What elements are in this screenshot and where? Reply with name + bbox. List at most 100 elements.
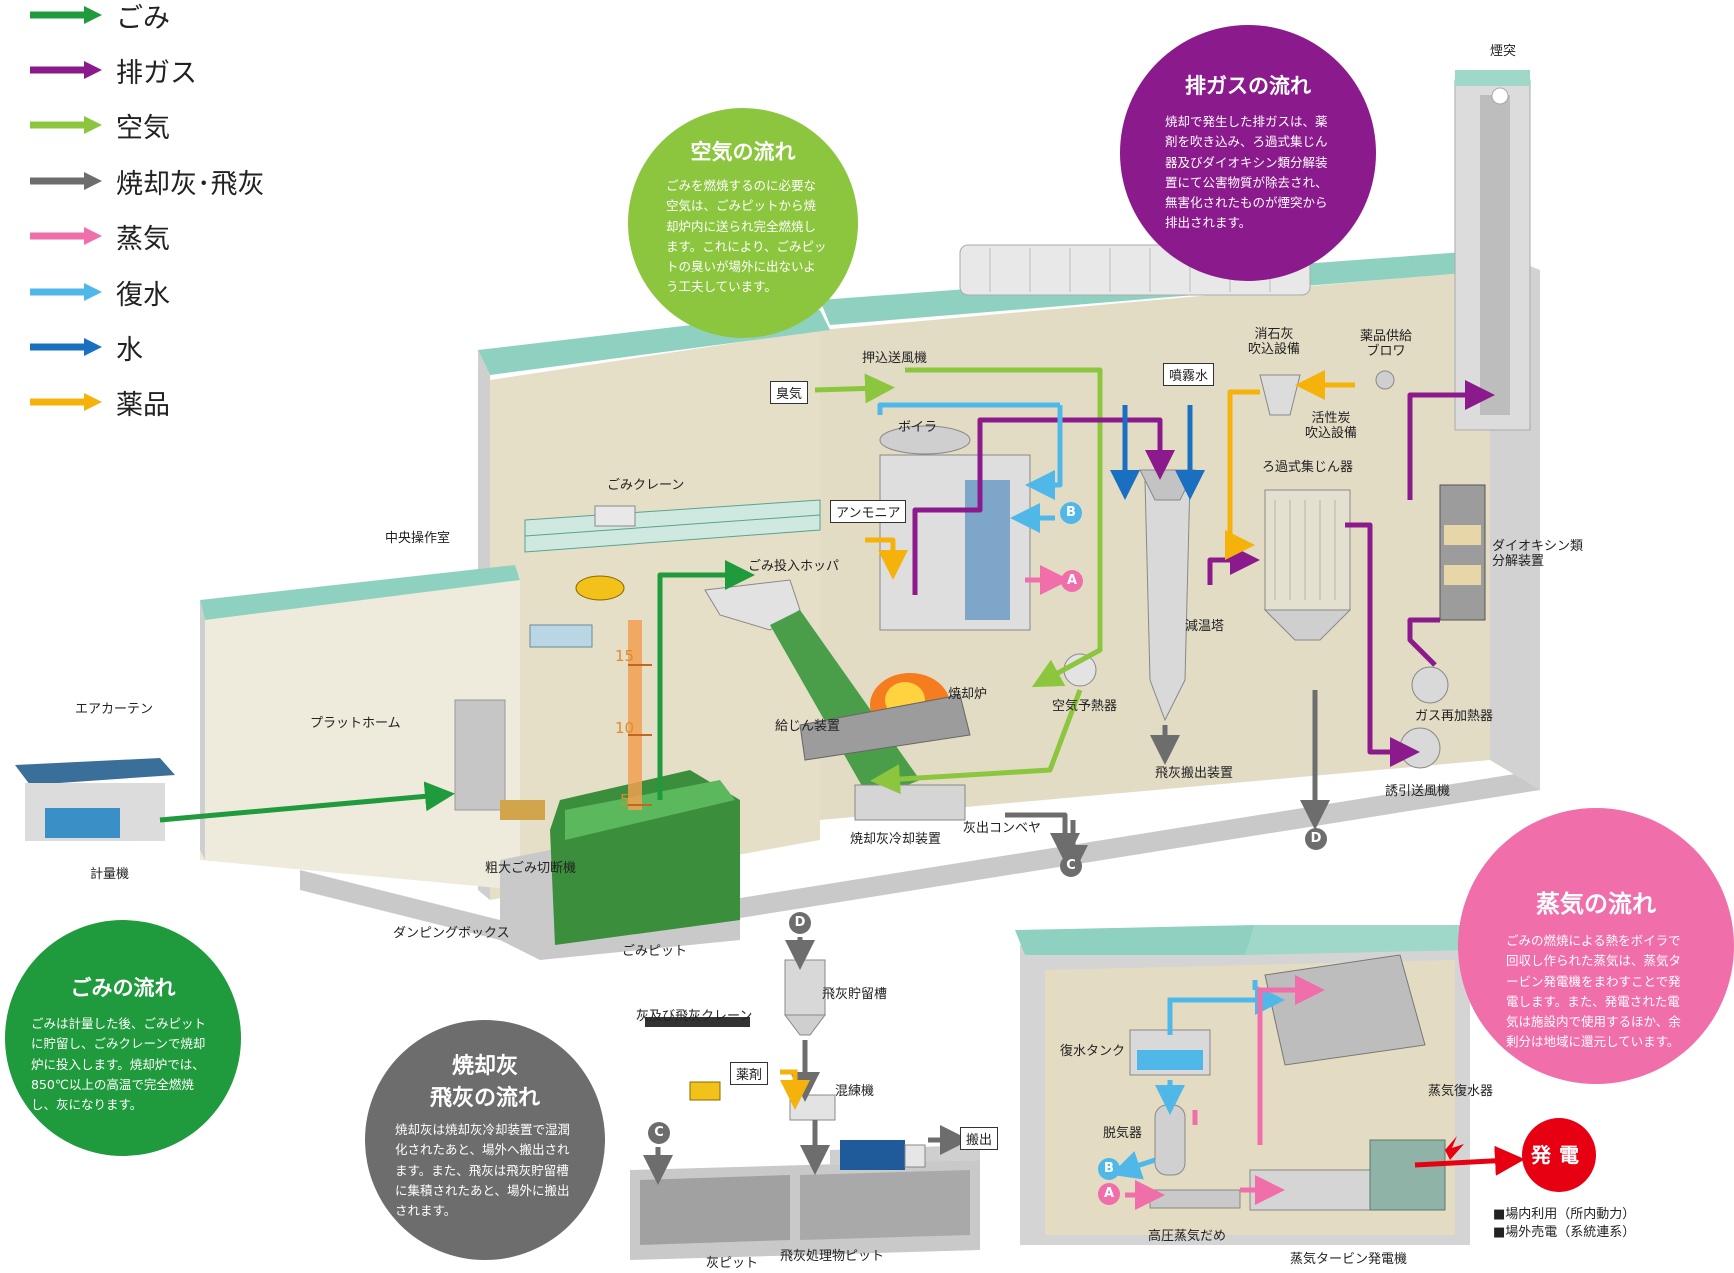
steam-arrow-icon	[30, 227, 102, 245]
label-spray-water: 噴霧水	[1163, 363, 1215, 386]
legend-label: ごみ	[116, 2, 170, 34]
exhaust-flow-body: 焼却で発生した排ガスは、薬剤を吹き込み、ろ過式集じん器及びダイオキシン類分解装置…	[1165, 114, 1328, 231]
label-scale-15: 15	[615, 647, 635, 665]
label-condensate-tank: 復水タンク	[1060, 1044, 1126, 1059]
label-crane: ごみクレーン	[607, 478, 685, 493]
connector-a-bottom: A	[1098, 1183, 1120, 1205]
label-steam-condenser: 蒸気復水器	[1428, 1084, 1494, 1099]
steam-flow-body: ごみの燃焼による熱をボイラで回収し作られた蒸気は、蒸気タービン発電機をまわすこと…	[1506, 933, 1682, 1050]
note-use-inside: ■場内利用（所内動力）	[1493, 1207, 1636, 1222]
ash-flow-body: 焼却灰は焼却灰冷却装置で湿潤化されたあと、場外へ搬出されます。また、飛灰は飛灰貯…	[395, 1122, 571, 1218]
connector-c-top: C	[1060, 855, 1082, 877]
steam-flow-bubble: 蒸気の流れ ごみの燃焼による熱をボイラで回収し作られた蒸気は、蒸気タービン発電機…	[1458, 808, 1734, 1084]
flow-arrows	[159, 367, 1495, 863]
label-fly-ash-pit: 飛灰処理物ピット	[780, 1249, 885, 1264]
legend-item-ash: 焼却灰･飛灰	[30, 161, 265, 201]
air-flow-body: ごみを燃焼するのに必要な空気は、ごみピットから焼却炉内に送られ完全燃焼します。こ…	[666, 178, 827, 295]
label-cooling-tower: 減温塔	[1185, 619, 1225, 634]
label-ash-conveyor: 灰出コンベヤ	[963, 821, 1042, 836]
label-fly-ash-tank: 飛灰貯留槽	[822, 987, 888, 1002]
ash-arrow-icon	[30, 172, 102, 190]
label-air-preheater: 空気予熱器	[1052, 699, 1118, 714]
label-deaerator: 脱気器	[1103, 1126, 1143, 1141]
legend-item-exhaust: 排ガス	[30, 50, 197, 90]
waste-flow-body: ごみは計量した後、ごみピットに貯留し、ごみクレーンで焼却炉に投入します。焼却炉で…	[31, 1016, 207, 1112]
waste-pit	[500, 770, 740, 960]
legend-item-water: 水	[30, 327, 143, 367]
label-control-room: 中央操作室	[385, 531, 451, 546]
air-flow-bubble: 空気の流れ ごみを燃焼するのに必要な空気は、ごみピットから焼却炉内に送られ完全燃…	[628, 108, 858, 338]
ash-flow-title-1: 焼却灰	[451, 1054, 518, 1079]
label-gas-reheater: ガス再加熱器	[1415, 709, 1494, 724]
label-chimney: 煙突	[1490, 44, 1517, 59]
legend-item-steam: 蒸気	[30, 216, 170, 256]
label-hopper: ごみ投入ホッパ	[748, 559, 840, 574]
air-arrow-icon	[30, 116, 102, 134]
label-activated-carbon: 活性炭 吹込設備	[1305, 411, 1358, 441]
legend-label: 空気	[116, 112, 170, 144]
legend-item-waste: ごみ	[30, 0, 170, 35]
legend-item-condensate: 復水	[30, 272, 170, 312]
exhaust-flow-title: 排ガスの流れ	[1185, 74, 1311, 98]
label-bag-filter: ろ過式集じん器	[1262, 460, 1354, 475]
legend-label: 復水	[116, 279, 170, 311]
label-ash-pit: 灰ピット	[706, 1256, 759, 1271]
air-flow-title: 空気の流れ	[690, 140, 796, 164]
weighbridge	[15, 758, 175, 841]
label-incinerator: 焼却炉	[948, 687, 988, 702]
label-bulky-cutter: 粗大ごみ切断機	[485, 861, 577, 876]
crane-girder	[524, 499, 821, 601]
ash-flow-title-2: 飛灰の流れ	[429, 1086, 540, 1111]
lightning-icon	[1445, 1136, 1464, 1160]
legend-item-chemicals: 薬品	[30, 382, 170, 422]
label-turbine: 蒸気タービン発電機	[1290, 1252, 1408, 1267]
label-mixer: 混練機	[835, 1084, 875, 1099]
legend-item-air: 空気	[30, 105, 170, 145]
condensate-arrow-icon	[30, 283, 102, 301]
legend-label: 水	[116, 334, 143, 366]
label-platform: プラットホーム	[310, 716, 401, 731]
label-ash-cooler: 焼却灰冷却装置	[850, 832, 942, 847]
label-feeder: 給じん装置	[775, 719, 841, 734]
label-slaked-lime: 消石灰 吹込設備	[1248, 327, 1301, 357]
boiler	[879, 425, 1031, 631]
connector-b-top: B	[1060, 502, 1082, 524]
control-room-window	[529, 624, 593, 648]
label-scale: 計量機	[90, 867, 130, 882]
label-boiler: ボイラ	[898, 420, 938, 435]
label-ash-crane: 灰及び飛灰クレーン	[636, 1009, 753, 1024]
turbine-building	[1015, 925, 1470, 1245]
steam-flow-title: 蒸気の流れ	[1536, 890, 1656, 918]
label-chem-blower: 薬品供給 ブロワ	[1360, 329, 1413, 359]
waste-arrow-icon	[30, 6, 102, 24]
connector-d-top: D	[1305, 828, 1327, 850]
label-dioxin: ダイオキシン類 分解装置	[1492, 539, 1584, 569]
pit-depth-scale	[628, 620, 652, 810]
label-odor: 臭気	[770, 381, 809, 404]
connector-b-bottom: B	[1098, 1158, 1120, 1180]
waste-flow-title: ごみの流れ	[70, 976, 176, 1000]
label-carry-out: 搬出	[960, 1127, 999, 1150]
label-push-fan: 押込送風機	[862, 351, 928, 366]
label-fly-ash-conveyor: 飛灰搬出装置	[1155, 766, 1234, 781]
label-scale-5: 5	[620, 791, 630, 809]
dioxin-decomposer	[1439, 484, 1486, 621]
label-scale-10: 10	[615, 719, 635, 737]
water-arrow-icon	[30, 338, 102, 356]
label-dumping-box: ダンピングボックス	[393, 926, 510, 941]
label-pit: ごみピット	[622, 944, 688, 959]
connector-a-top: A	[1061, 570, 1083, 592]
exhaust-arrow-icon	[30, 61, 102, 79]
legend-label: 排ガス	[116, 57, 197, 89]
label-ammonia: アンモニア	[830, 500, 907, 523]
exhaust-flow-bubble: 排ガスの流れ 焼却で発生した排ガスは、薬剤を吹き込み、ろ過式集じん器及びダイオキ…	[1120, 25, 1376, 281]
label-chemical: 薬剤	[730, 1062, 769, 1085]
label-induced-fan: 誘引送風機	[1385, 784, 1451, 799]
note-sell-outside: ■場外売電（系統連系）	[1493, 1225, 1636, 1240]
ash-treatment	[630, 959, 980, 1260]
legend-label: 薬品	[116, 389, 170, 421]
legend-label: 焼却灰･飛灰	[116, 168, 265, 200]
steam-flow-arrows	[1110, 975, 1525, 1210]
label-hp-steam-header: 高圧蒸気だめ	[1148, 1229, 1227, 1244]
